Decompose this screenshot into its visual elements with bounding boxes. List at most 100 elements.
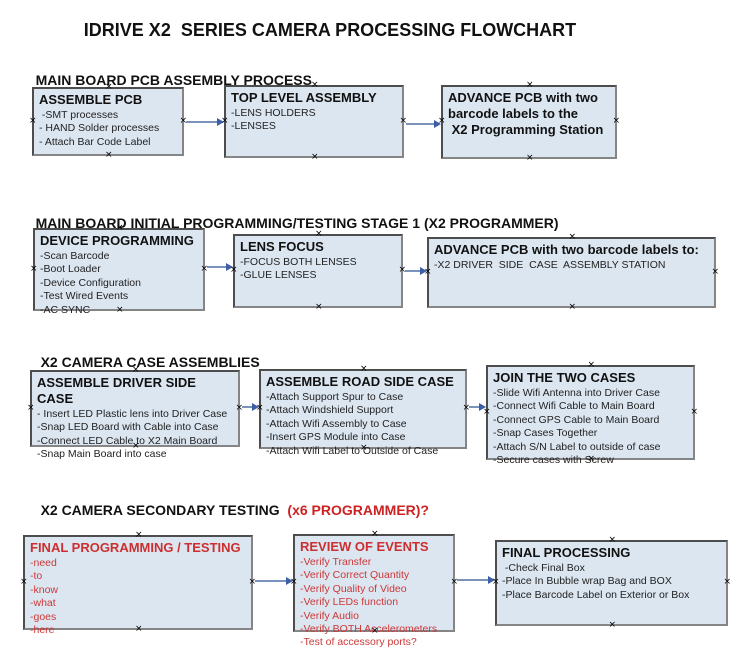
box-item: -Verify LEDs function [300, 596, 399, 609]
connector-handle-icon: × [311, 80, 319, 90]
section-heading-text: X2 CAMERA CASE ASSEMBLIES [40, 354, 260, 370]
box-title: FINAL PROGRAMMING / TESTING [30, 540, 241, 555]
flow-box-assemble-road-side-case: ASSEMBLE ROAD SIDE CASE -Attach Support … [256, 365, 470, 457]
box-item: -goes [30, 610, 57, 623]
box-item: -Scan Barcode [40, 249, 110, 262]
connector-handle-icon: × [587, 360, 596, 370]
box-item: -Connect LED Cable to X2 Main Board [37, 434, 218, 447]
connector-handle-icon: × [20, 576, 28, 587]
box-item: -need [30, 556, 57, 569]
box-items: -Verify Transfer-Verify Correct Quantity… [300, 556, 448, 650]
flow-box-assemble-driver-side-case: ASSEMBLE DRIVER SIDE CASE - Insert LED P… [27, 366, 243, 461]
box-item: -Place In Bubble wrap Bag and BOX [502, 575, 672, 588]
page-title: IDRIVE X2 SERIES CAMERA PROCESSING FLOWC… [83, 20, 577, 40]
box-item: -SMT processes [39, 108, 119, 121]
box-title: ADVANCE PCB with two barcode labels to t… [448, 90, 604, 137]
box-item: -to [30, 570, 43, 583]
connector-handle-icon: × [27, 402, 35, 413]
box-item: -Verify BOTH Accelerometers [300, 623, 438, 636]
box-title: REVIEW OF EVENTS [300, 539, 429, 554]
connector-handle-icon: × [690, 406, 698, 417]
box-item: -Connect Wifi Cable to Main Board [493, 400, 655, 413]
box-title: DEVICE PROGRAMMING [40, 233, 194, 248]
flow-box-final-programming-testing: FINAL PROGRAMMING / TESTING -need-to-kno… [20, 531, 256, 637]
box-items: -X2 DRIVER SIDE CASE ASSEMBLY STATION [434, 259, 709, 272]
connector-handle-icon: × [311, 152, 319, 162]
box-title: TOP LEVEL ASSEMBLY [231, 90, 377, 105]
section-heading-pcb-assembly: MAIN BOARD PCB ASSEMBLY PROCESS [20, 56, 312, 104]
box-title: ASSEMBLE ROAD SIDE CASE [266, 374, 454, 389]
box-item: -Verify Audio [300, 609, 359, 622]
flow-box-advance-pcb-driver-side: ADVANCE PCB with two barcode labels to: … [424, 233, 719, 312]
connector-handle-icon: × [105, 150, 113, 160]
connector-handle-icon: × [30, 263, 38, 274]
box-items: -Slide Wifi Antenna into Driver Case-Con… [493, 387, 688, 468]
flow-box-assemble-pcb: ASSEMBLE PCB -SMT processes- HAND Solder… [29, 83, 187, 160]
connector-handle-icon: × [248, 576, 256, 587]
box-items: -need-to-know-what-goes-here [30, 557, 246, 638]
flow-box-final-processing: FINAL PROCESSING -Check Final Box-Place … [492, 536, 731, 630]
box-items: -FOCUS BOTH LENSES-GLUE LENSES [240, 256, 396, 283]
box-item: -LENS HOLDERS [231, 106, 316, 119]
box-item: -Verify Transfer [300, 555, 372, 568]
section-heading-text: X2 CAMERA SECONDARY TESTING [40, 502, 288, 518]
connector-handle-icon: × [608, 535, 617, 545]
box-item: -Boot Loader [40, 263, 101, 276]
flow-arrow [242, 403, 259, 411]
box-item: -Snap Main Board into case [37, 448, 167, 461]
section-heading-red-text: (x6 PROGRAMMER)? [287, 502, 429, 518]
box-item: -FOCUS BOTH LENSES [240, 255, 357, 268]
box-item: -Snap Cases Together [493, 427, 598, 440]
box-item: -here [30, 624, 55, 637]
flow-box-device-programming: DEVICE PROGRAMMING -Scan Barcode-Boot Lo… [30, 224, 208, 316]
box-title: LENS FOCUS [240, 239, 324, 254]
box-items: -Scan Barcode-Boot Loader-Device Configu… [40, 250, 198, 317]
connector-handle-icon: × [612, 116, 620, 126]
flow-box-join-the-two-cases: JOIN THE TWO CASES -Slide Wifi Antenna i… [483, 361, 698, 467]
flow-arrow [207, 263, 233, 271]
connector-handle-icon: × [526, 80, 534, 90]
box-item: -Insert GPS Module into Case [266, 431, 406, 444]
connector-handle-icon: × [29, 115, 37, 126]
box-item: -Verify Quality of Video [300, 582, 407, 595]
box-item: -Attach S/N Label to outside of case [493, 440, 661, 453]
connector-handle-icon: × [568, 302, 577, 312]
flow-arrow [406, 120, 441, 128]
box-title: FINAL PROCESSING [502, 545, 631, 560]
connector-handle-icon: × [711, 266, 719, 277]
section-heading-text: MAIN BOARD INITIAL PROGRAMMING/TESTING S… [35, 215, 559, 231]
box-item: -Test Wired Events [40, 290, 129, 303]
section-heading-initial-programming: MAIN BOARD INITIAL PROGRAMMING/TESTING S… [20, 199, 559, 247]
box-item: -Place Barcode Label on Exterior or Box [502, 588, 690, 601]
flow-arrow [405, 267, 427, 275]
flow-arrow [186, 118, 224, 126]
flow-box-advance-pcb-programming-station: ADVANCE PCB with two barcode labels to t… [438, 81, 620, 163]
box-item: - Attach Bar Code Label [39, 135, 151, 148]
connector-handle-icon: × [723, 577, 731, 587]
flow-arrow [469, 403, 486, 411]
flow-box-lens-focus: LENS FOCUS -FOCUS BOTH LENSES-GLUE LENSE… [230, 230, 406, 312]
box-items: -SMT processes- HAND Solder processes- A… [39, 109, 177, 149]
flow-box-review-of-events: REVIEW OF EVENTS -Verify Transfer-Verify… [290, 530, 458, 649]
box-title: ADVANCE PCB with two barcode labels to: [434, 242, 699, 257]
box-item: -AC SYNC [40, 303, 91, 316]
box-item: -Device Configuration [40, 276, 141, 289]
connector-handle-icon: × [235, 402, 243, 413]
section-heading-secondary-testing: X2 CAMERA SECONDARY TESTING (x6 PROGRAMM… [25, 486, 429, 534]
box-item: -Slide Wifi Antenna into Driver Case [493, 386, 660, 399]
connector-handle-icon: × [608, 620, 617, 630]
connector-handle-icon: × [568, 232, 577, 242]
box-items: -LENS HOLDERS-LENSES [231, 107, 397, 134]
box-title: JOIN THE TWO CASES [493, 370, 636, 385]
box-item: -Snap LED Board with Cable into Case [37, 421, 219, 434]
box-item: -Test of accessory ports? [300, 636, 417, 649]
box-title: ASSEMBLE DRIVER SIDE CASE [37, 375, 200, 406]
box-item: -Verify Correct Quantity [300, 569, 410, 582]
section-heading-case-assemblies: X2 CAMERA CASE ASSEMBLIES [25, 338, 260, 386]
connector-handle-icon: × [526, 153, 534, 163]
connector-handle-icon: × [360, 364, 368, 374]
section-heading-text: MAIN BOARD PCB ASSEMBLY PROCESS [35, 72, 312, 88]
box-item: -Secure cases with Screw [493, 454, 614, 467]
box-item: -GLUE LENSES [240, 269, 317, 282]
box-item: -Attach Wifi Assembly to Case [266, 417, 407, 430]
